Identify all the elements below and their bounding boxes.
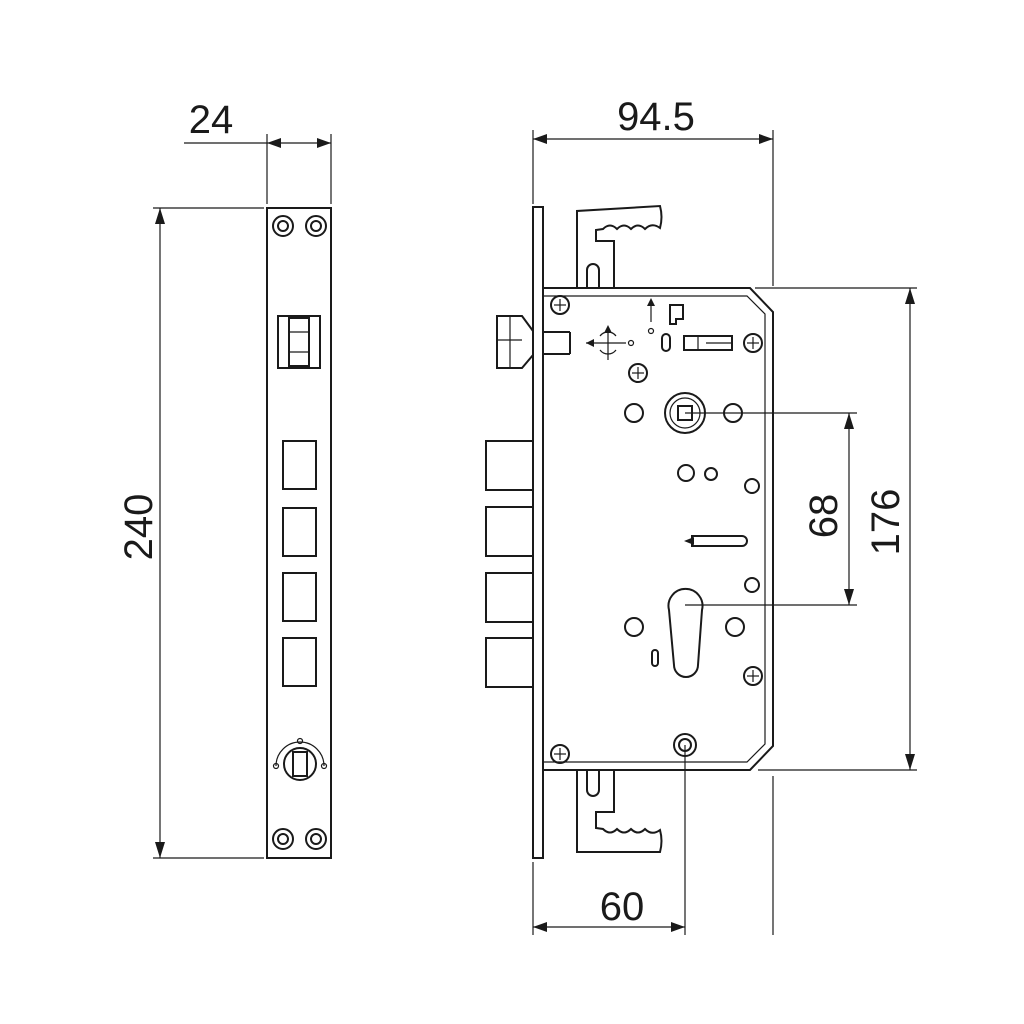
hub-hole-left: [624, 403, 644, 423]
deadbolt-4: [485, 637, 534, 688]
faceplate-screw-top-right: [305, 215, 327, 237]
small-vertical-slot: [651, 649, 659, 667]
faceplate-outline: [266, 207, 332, 859]
faceplate-view: 24 240: [117, 98, 332, 859]
dimension-backset: 60: [532, 745, 774, 935]
middle-hole-b: [704, 467, 718, 481]
faceplate-bolt-slot-2: [282, 507, 317, 557]
dimension-label-faceplate-height: 240: [117, 494, 161, 561]
case-screw-top-right: [743, 333, 763, 353]
dimension-label-case-depth: 94.5: [617, 95, 695, 139]
case-screw-upper-middle: [628, 363, 648, 383]
cylinder-hole-left: [624, 617, 644, 637]
dimension-case-height: 176: [755, 287, 917, 771]
dimension-label-case-height: 176: [864, 489, 908, 556]
faceplate-screw-bottom-left: [272, 828, 294, 850]
faceplate-screw-bottom-right: [305, 828, 327, 850]
deadbolt-1: [485, 440, 534, 491]
slide-bar: [683, 335, 733, 351]
deadbolt-2: [485, 506, 534, 557]
deadbolt-3: [485, 572, 534, 623]
faceplate-bolt-slot-4: [282, 637, 317, 687]
dimension-label-faceplate-width: 24: [189, 98, 234, 142]
faceplate-latch: [277, 315, 321, 369]
faceplate-bolt-slot-1: [282, 440, 317, 490]
small-lever: [669, 304, 684, 325]
dimension-label-backset: 60: [600, 885, 645, 929]
small-slot: [661, 333, 671, 352]
dimension-case-depth: 94.5: [532, 95, 774, 286]
faceplate-side: [532, 206, 544, 859]
up-arrow-icon: [647, 298, 655, 335]
bottom-hook: [576, 769, 663, 853]
right-hole: [744, 577, 760, 593]
middle-hole-c: [744, 478, 760, 494]
latch-side: [496, 315, 571, 369]
case-screw-bottom-left: [550, 744, 570, 764]
cylinder-keyhole: [667, 587, 704, 678]
dimension-faceplate-height: 240: [117, 207, 264, 859]
dimension-label-centre-distance: 68: [802, 494, 846, 539]
faceplate-bolt-slot-3: [282, 572, 317, 622]
faceplate-screw-top-left: [272, 215, 294, 237]
dimension-faceplate-width: 24: [184, 98, 332, 204]
case-screw-lower-right: [743, 666, 763, 686]
direction-arrows-icon: [586, 325, 635, 360]
lock-case-outline: [542, 287, 774, 771]
top-hook: [576, 204, 663, 289]
faceplate-auxiliary-latch: [272, 737, 328, 781]
dimension-centre-distance: 68: [685, 412, 857, 606]
middle-hole-a: [677, 464, 695, 482]
case-screw-top-left: [550, 295, 570, 315]
lock-body-view: 94.5 176 68 60: [485, 95, 917, 935]
cylinder-hole-right: [725, 617, 745, 637]
horizontal-slot: [684, 535, 748, 547]
